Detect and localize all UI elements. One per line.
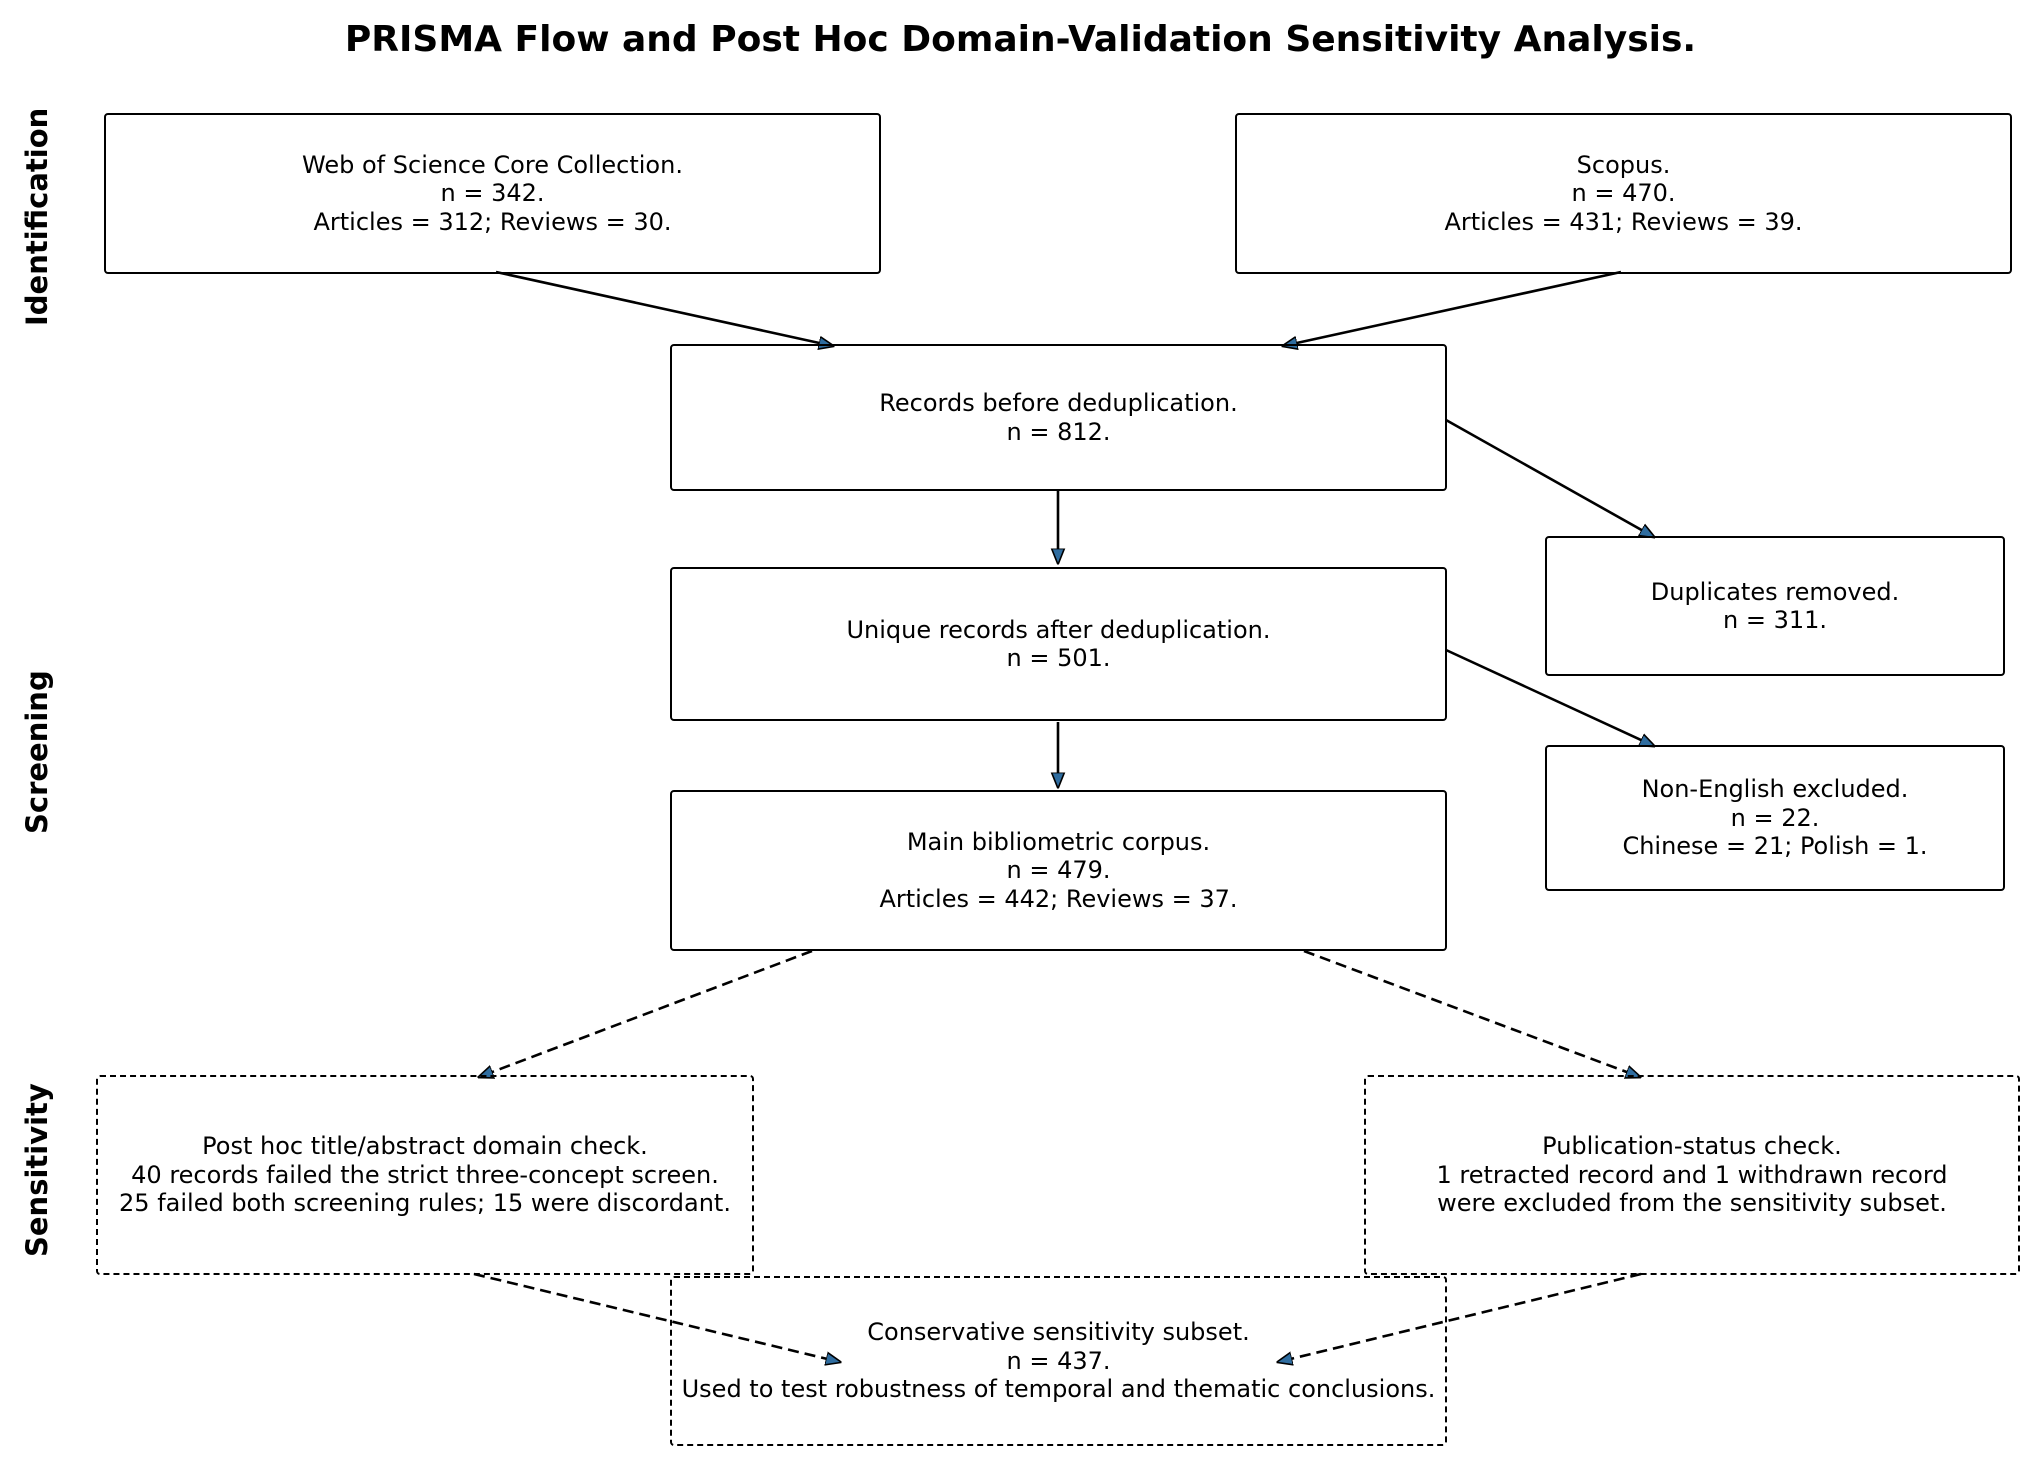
box-posthoc-label: Post hoc title/abstract domain check. xyxy=(202,1132,648,1161)
box-pubstatus-detail-1: 1 retracted record and 1 withdrawn recor… xyxy=(1436,1160,1948,1189)
box-web-of-science: Web of Science Core Collection. n = 342.… xyxy=(104,113,881,274)
box-main-breakdown: Articles = 442; Reviews = 37. xyxy=(879,884,1238,913)
box-scopus-breakdown: Articles = 431; Reviews = 39. xyxy=(1444,207,1803,236)
box-wos-source: Web of Science Core Collection. xyxy=(302,150,683,179)
box-nonenglish-label: Non-English excluded. xyxy=(1641,775,1909,804)
box-main-corpus: Main bibliometric corpus. n = 479. Artic… xyxy=(670,790,1447,951)
diagram-title: PRISMA Flow and Post Hoc Domain-Validati… xyxy=(344,19,1697,60)
box-scopus-count: n = 470. xyxy=(1571,179,1676,208)
box-scopus: Scopus. n = 470. Articles = 431; Reviews… xyxy=(1235,113,2012,274)
box-unique-label: Unique records after deduplication. xyxy=(846,615,1271,644)
arrow-scopus-to-before xyxy=(1283,270,1622,346)
box-nonenglish-count: n = 22. xyxy=(1730,803,1820,832)
box-scopus-source: Scopus. xyxy=(1576,150,1671,179)
box-before-label: Records before deduplication. xyxy=(879,389,1238,417)
box-main-label: Main bibliometric corpus. xyxy=(906,827,1211,856)
arrow-wos-to-before xyxy=(495,270,833,346)
box-unique-records: Unique records after deduplication. n = … xyxy=(670,567,1447,721)
arrow-posthoc-to-conservative xyxy=(473,1272,840,1362)
box-pubstatus-label: Publication-status check. xyxy=(1542,1132,1842,1161)
box-non-english-excluded: Non-English excluded. n = 22. Chinese = … xyxy=(1545,745,2005,891)
box-post-hoc-domain-check: Post hoc title/abstract domain check. 40… xyxy=(96,1075,754,1275)
box-posthoc-detail-2: 25 failed both screening rules; 15 were … xyxy=(119,1189,731,1218)
box-unique-count: n = 501. xyxy=(1006,644,1111,672)
arrow-unique-to-nonenglish xyxy=(1445,648,1654,746)
box-nonenglish-breakdown: Chinese = 21; Polish = 1. xyxy=(1622,832,1928,861)
box-main-count: n = 479. xyxy=(1006,856,1111,885)
box-conservative-count: n = 437. xyxy=(1006,1346,1111,1375)
box-duplicates-label: Duplicates removed. xyxy=(1650,577,1900,606)
box-conservative-subset: Conservative sensitivity subset. n = 437… xyxy=(670,1276,1447,1446)
box-posthoc-detail-1: 40 records failed the strict three-conce… xyxy=(131,1160,719,1189)
box-duplicates-count: n = 311. xyxy=(1722,606,1827,634)
arrow-pubstatus-to-conservative xyxy=(1278,1272,1642,1362)
box-conservative-label: Conservative sensitivity subset. xyxy=(867,1318,1250,1347)
box-wos-count: n = 342. xyxy=(440,179,545,208)
box-records-before-dedup: Records before deduplication. n = 812. xyxy=(670,344,1447,491)
arrow-main-to-pubstatus xyxy=(1303,949,1640,1077)
box-publication-status-check: Publication-status check. 1 retracted re… xyxy=(1364,1075,2020,1275)
box-pubstatus-detail-2: were excluded from the sensitivity subse… xyxy=(1437,1189,1947,1218)
box-duplicates-removed: Duplicates removed. n = 311. xyxy=(1545,536,2005,676)
arrow-before-to-duplicates xyxy=(1445,418,1654,537)
box-conservative-purpose: Used to test robustness of temporal and … xyxy=(681,1375,1436,1404)
box-wos-breakdown: Articles = 312; Reviews = 30. xyxy=(313,207,672,236)
box-before-count: n = 812. xyxy=(1006,417,1111,446)
arrow-main-to-posthoc xyxy=(479,949,813,1077)
